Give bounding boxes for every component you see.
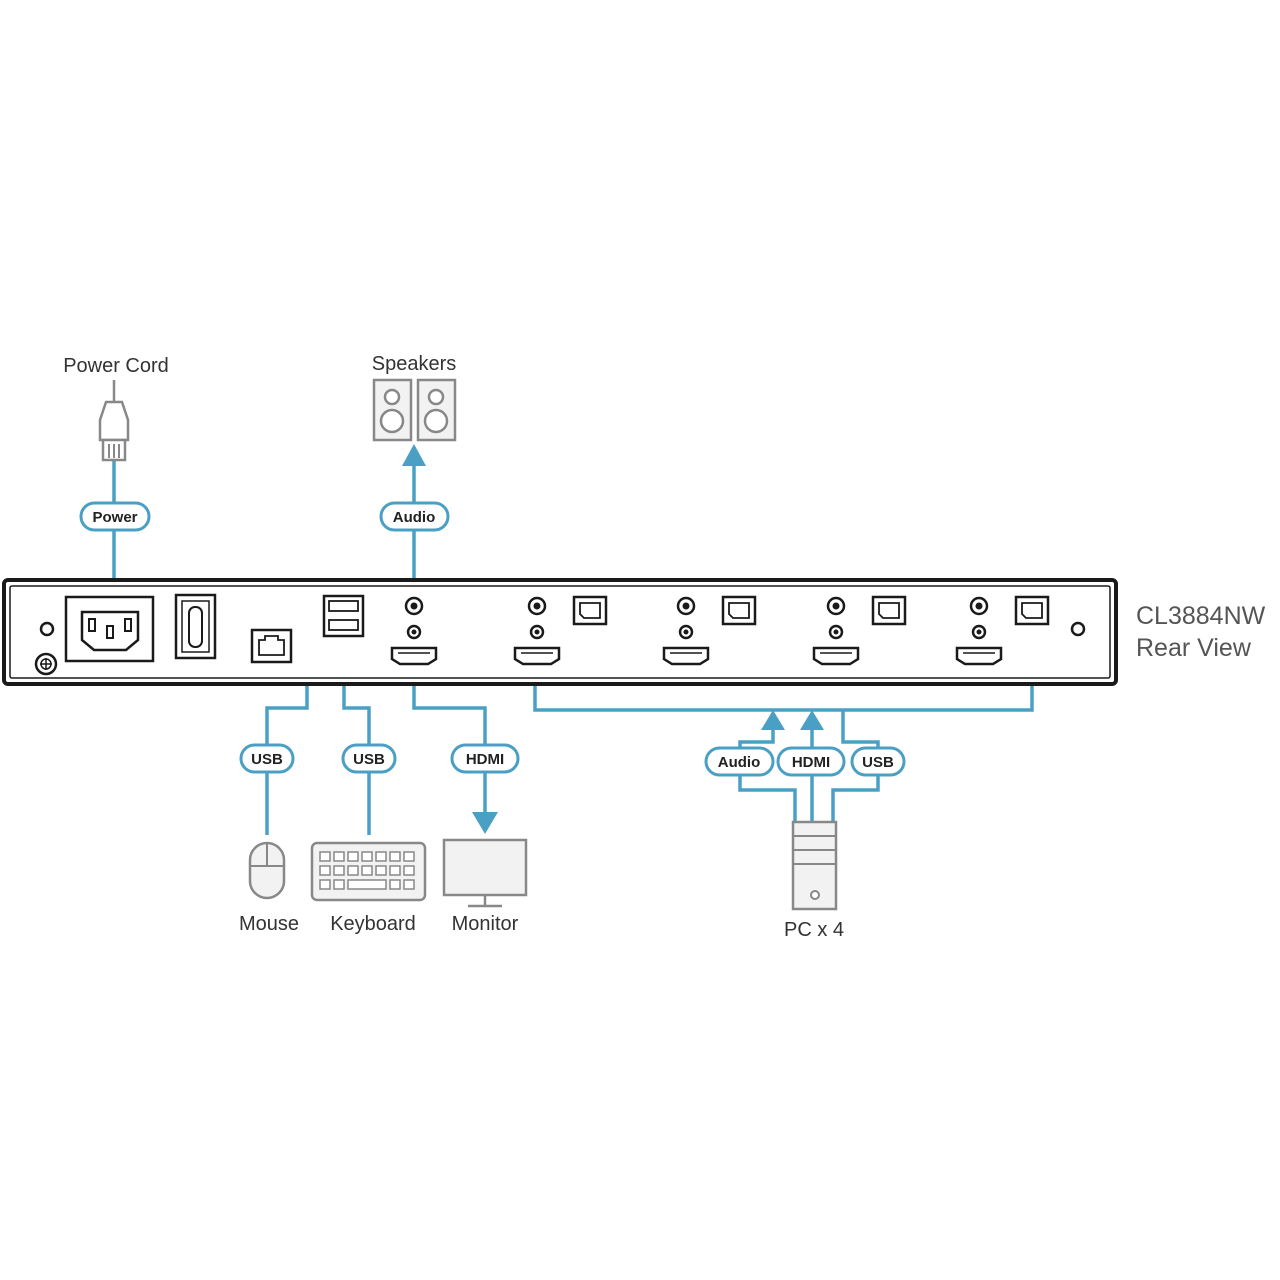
svg-text:USB: USB [353,751,385,768]
usb-a-ports [322,594,365,638]
svg-text:HDMI: HDMI [792,754,830,771]
cable-label-pc-hdmi: HDMI [776,746,846,777]
cable-label-usb-keyboard: USB [341,743,397,774]
power-inlet [64,595,155,663]
lan-port [250,628,293,664]
kvm-chassis [2,578,1118,686]
svg-text:HDMI: HDMI [466,751,504,768]
console-led-indicator [406,624,422,640]
mouse-label: Mouse [239,913,299,935]
pc-tower-icon [791,820,838,911]
cable-label-pc-audio: Audio [704,746,775,777]
cable-label-hdmi-out: HDMI [450,743,520,774]
pc-label: PC x 4 [784,919,844,941]
speaker-arrow-icon [402,444,426,466]
power-plug-icon [98,380,130,462]
pc-port-group-4 [955,595,1050,666]
mount-hole-left [39,621,55,637]
speakers-icon [372,378,457,442]
cable-label-audio-out: Audio [379,501,450,532]
pc-port-group-2 [662,595,757,666]
pc-hdmi-arrow-icon [800,710,824,730]
device-model-title: CL3884NW [1136,602,1266,630]
svg-text:Audio: Audio [393,509,436,526]
svg-text:USB: USB [251,751,283,768]
keyboard-label: Keyboard [330,913,416,935]
speakers-label: Speakers [372,353,457,375]
hdmi-out-cable [412,664,487,815]
cable-label-usb-mouse: USB [239,743,295,774]
mount-hole-right [1070,621,1086,637]
console-audio-jack [404,596,424,616]
cable-label-pc-usb: USB [850,746,906,777]
device-view-title: Rear View [1136,634,1252,662]
keyboard-icon [310,841,427,902]
monitor-label: Monitor [452,913,519,935]
power-switch [174,593,217,660]
ground-terminal-icon [34,652,58,676]
power-cord-label: Power Cord [63,355,169,377]
svg-text:Power: Power [92,509,137,526]
svg-text:Audio: Audio [718,754,761,771]
console-hdmi-port [390,646,438,666]
pc-port-group-3 [812,595,907,666]
pc-port-group-1 [513,595,608,666]
monitor-icon [442,838,528,908]
pc-audio-arrow-icon [761,710,785,730]
svg-text:USB: USB [862,754,894,771]
monitor-arrow-icon [472,812,498,834]
cable-label-power: Power [79,501,151,532]
mouse-icon [248,841,286,900]
